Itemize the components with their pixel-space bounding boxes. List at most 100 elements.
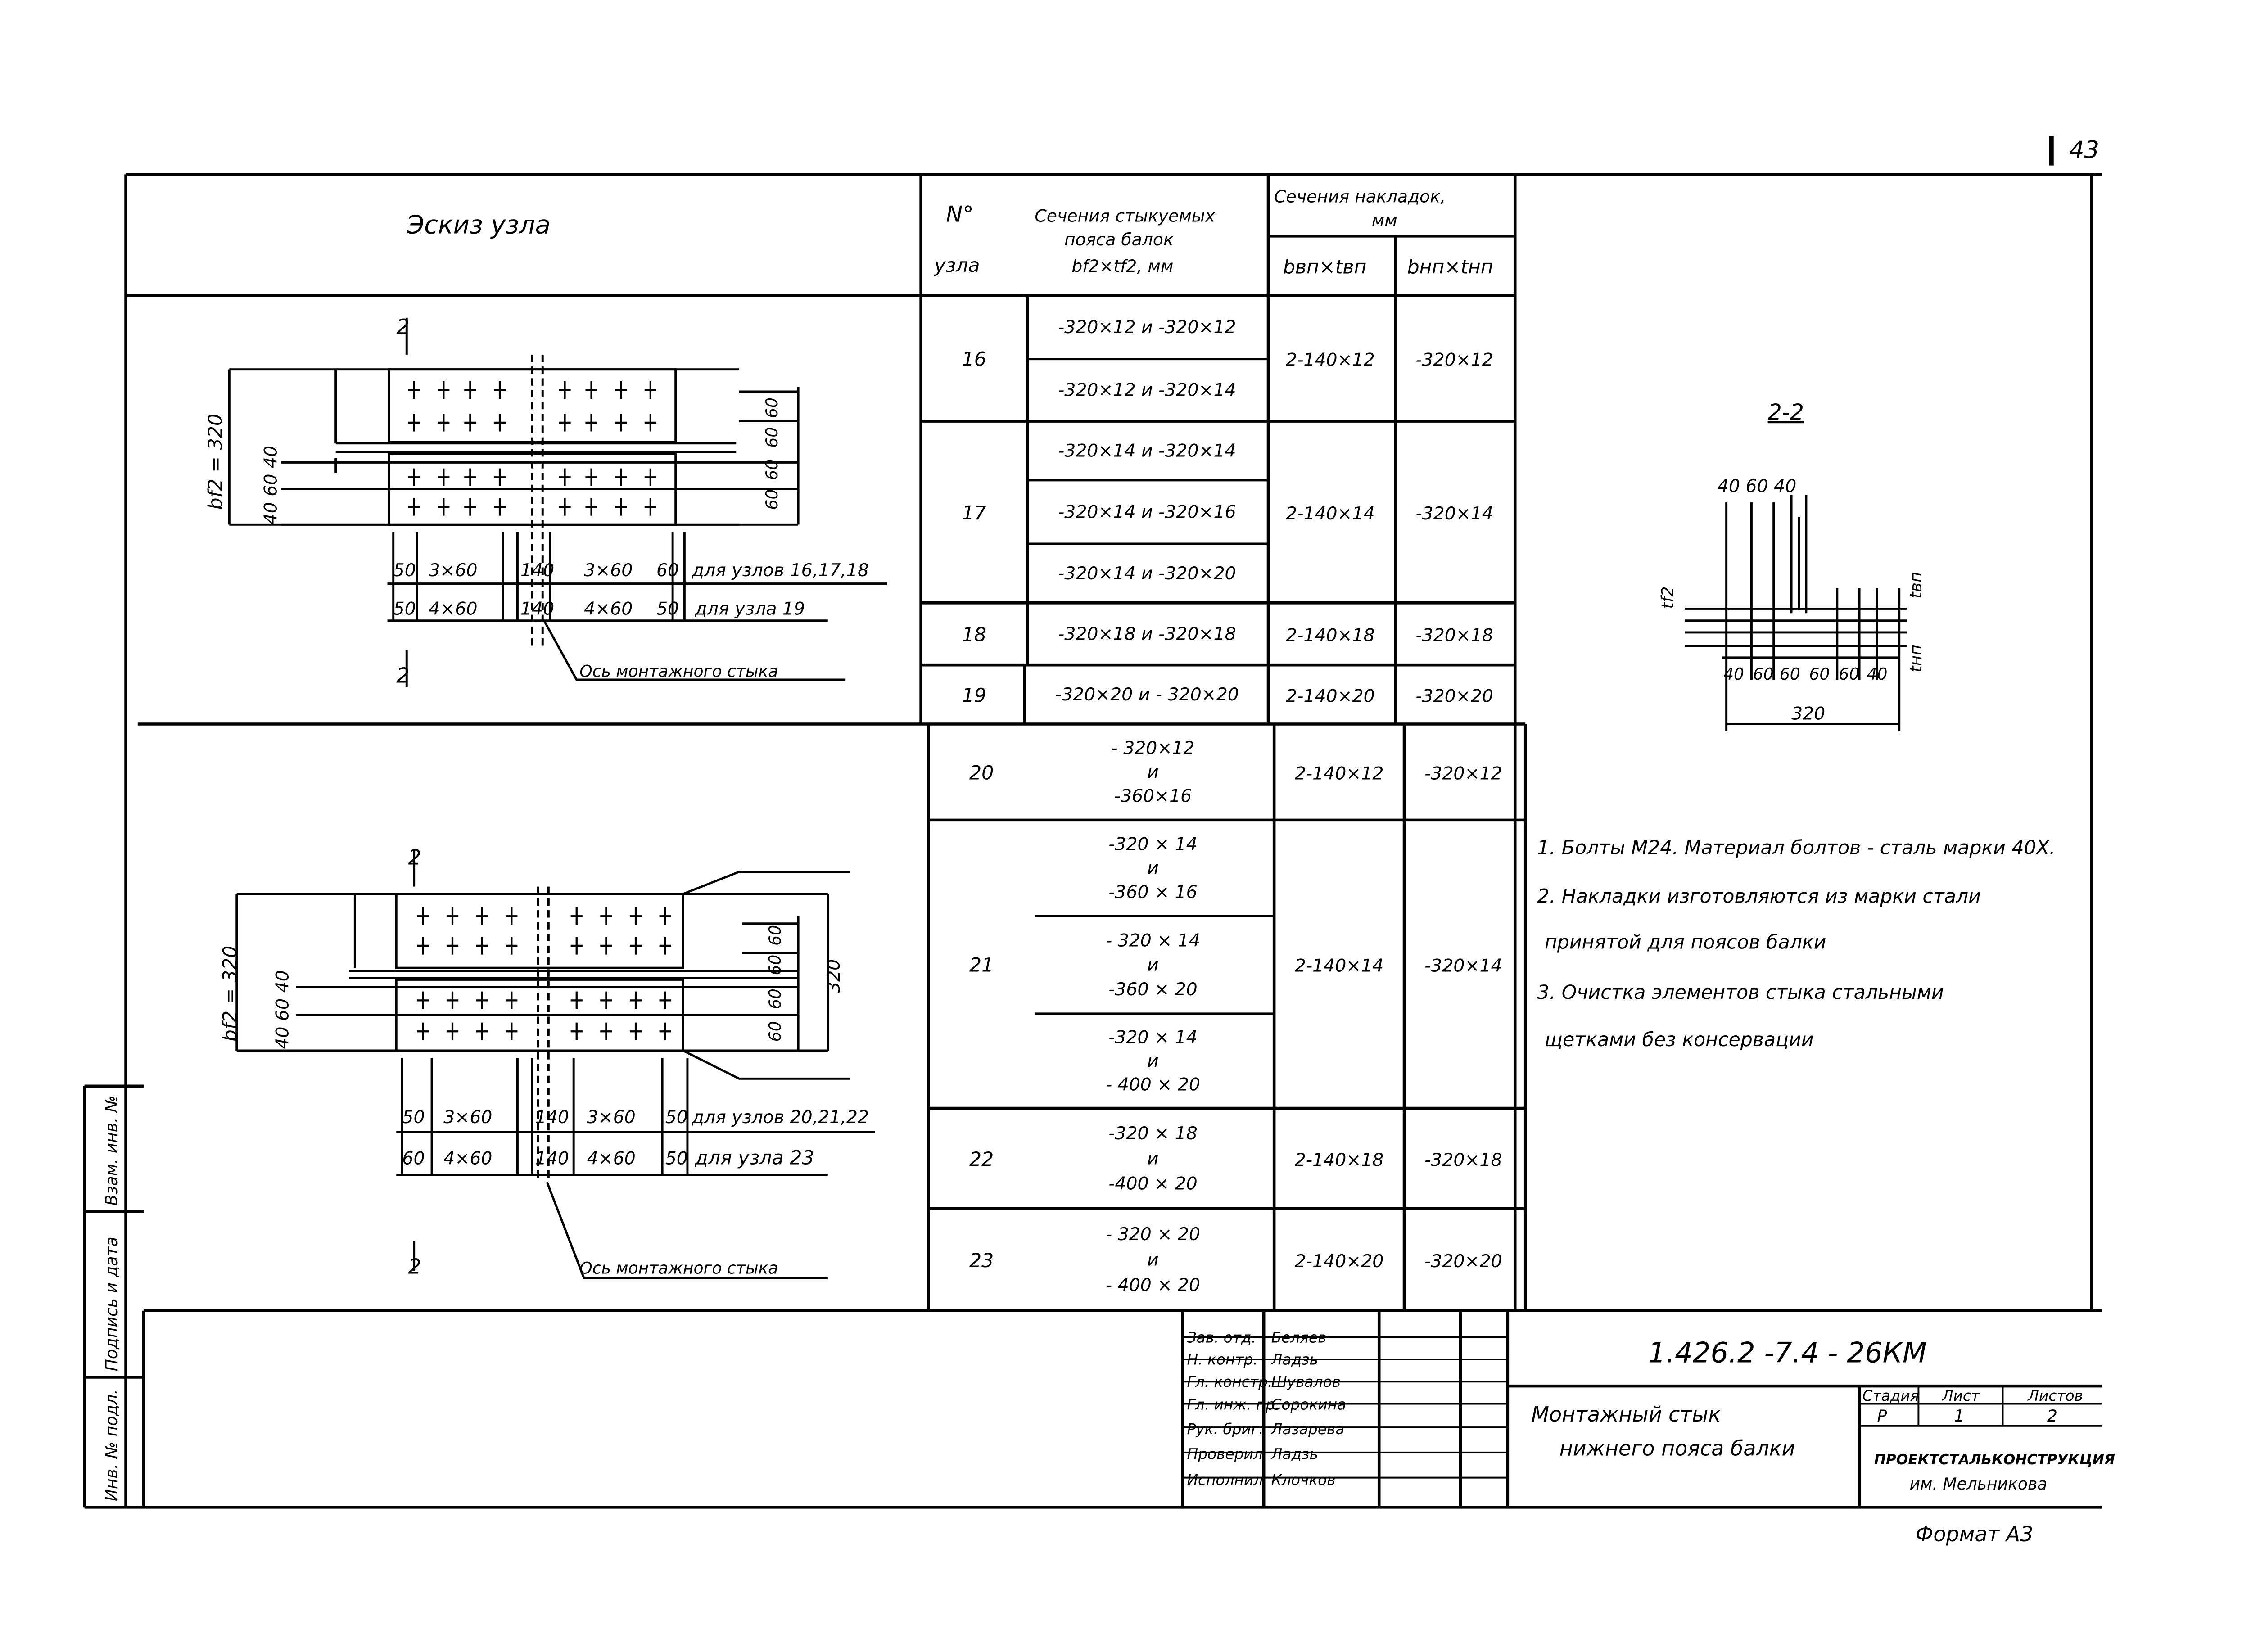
bolt-mark: [408, 498, 420, 516]
bolt-mark: [559, 498, 571, 516]
dim1-r2-e: 50: [656, 599, 679, 619]
bolt-mark: [476, 991, 488, 1010]
bolt-mark: [559, 414, 571, 432]
node-number: 20: [969, 762, 994, 785]
section-value: и: [1147, 858, 1159, 879]
bolt-mark: [408, 381, 420, 399]
upper-plate: 2-140×18: [1286, 625, 1375, 646]
stage-value: Р: [1877, 1406, 1887, 1426]
bolt-mark: [585, 468, 597, 486]
dim2-r1-e: 50: [665, 1107, 688, 1128]
sheet-format: Формат А3: [1916, 1522, 2034, 1546]
node-no-header: N°: [946, 201, 973, 227]
dim2-r1-b: 3×60: [443, 1107, 492, 1128]
section-value: -320 × 14: [1108, 1027, 1198, 1048]
bolt-mark: [438, 381, 450, 399]
section-right-label-1: tвп: [1906, 572, 1926, 598]
section-bottom-dim-4: 60: [1809, 664, 1830, 684]
upper-plate: 2-140×14: [1295, 955, 1384, 976]
note-3b: щетками без консервации: [1545, 1029, 1814, 1051]
signature-name: Ладзь: [1271, 1351, 1318, 1368]
signature-role: Гл. констр.: [1187, 1373, 1272, 1390]
node-number: 17: [962, 502, 986, 524]
note-2: 2. Накладки изготовляются из марки стали: [1537, 885, 1980, 908]
section-value: -320×14 и -320×14: [1058, 440, 1236, 461]
signature-role: Гл. инж. пр.: [1187, 1396, 1279, 1413]
lower-plate: -320×20: [1424, 1251, 1502, 1272]
section-bottom-dim-3: 60: [1780, 664, 1800, 684]
section-left-label: tf2: [1658, 587, 1677, 609]
section-value: -320×12 и -320×14: [1058, 380, 1236, 401]
node-number: 23: [969, 1250, 994, 1272]
plates-header-1: Сечения накладок,: [1274, 187, 1446, 207]
bolt-mark: [615, 468, 627, 486]
signature-name: Беляев: [1271, 1329, 1327, 1346]
bolt-mark: [506, 907, 518, 925]
bolt-mark: [570, 907, 583, 925]
section-mark-bottom-1: 2: [396, 664, 409, 688]
bolt-mark: [644, 414, 657, 432]
signature-name: Ладзь: [1271, 1446, 1318, 1463]
section-value: -320 × 14: [1108, 834, 1198, 854]
axis-label-1: Ось монтажного стыка: [579, 661, 778, 681]
plate-upper-header: bвп×tвп: [1283, 256, 1367, 278]
dim2-r1-c: 140: [535, 1107, 569, 1128]
bolt-mark: [659, 907, 671, 925]
bolt-mark: [570, 937, 583, 955]
bolt-mark: [600, 937, 612, 955]
bolt-mark: [585, 381, 597, 399]
node-no-header-2: узла: [933, 254, 980, 277]
bolt-mark: [629, 1022, 642, 1040]
section-total: 320: [1791, 704, 1825, 724]
bolt-mark: [446, 991, 459, 1010]
section-value: и: [1147, 1051, 1159, 1071]
bolt-mark: [629, 907, 642, 925]
bolt-mark: [438, 414, 450, 432]
bolt-mark: [559, 381, 571, 399]
signature-name: Клочков: [1271, 1471, 1336, 1489]
bolt-mark: [615, 498, 627, 516]
bolt-mark: [644, 381, 657, 399]
note-1: 1. Болты М24. Материал болтов - сталь ма…: [1537, 836, 2055, 859]
dim2-r2-a: 60: [402, 1148, 425, 1169]
dim1-r1-e: 60: [656, 560, 679, 581]
right-dim-1b: 60: [762, 427, 782, 448]
bolt-mark: [408, 414, 420, 432]
org-name: ПРОЕКТСТАЛЬКОНСТРУКЦИЯ: [1874, 1452, 2115, 1468]
section-value: - 320×12: [1111, 738, 1194, 758]
signature-name: Сорокина: [1271, 1396, 1347, 1413]
bolt-mark: [644, 498, 657, 516]
node-number: 22: [969, 1148, 994, 1171]
stage-label: Стадия: [1862, 1387, 1919, 1404]
right-dim-2a: 60: [765, 925, 785, 946]
sheet-label: Лист: [1942, 1387, 1980, 1404]
bolt-mark: [629, 937, 642, 955]
sections-header-1: Сечения стыкуемых: [1035, 206, 1215, 226]
right-total-2: 320: [823, 959, 844, 993]
axis-label-2: Ось монтажного стыка: [579, 1259, 778, 1278]
sheets-label: Листов: [2027, 1387, 2083, 1404]
dim2-r2-c: 140: [535, 1148, 569, 1169]
bolt-mark: [476, 1022, 488, 1040]
dim1-r2-a: 50: [393, 599, 416, 619]
org-name-2: им. Мельникова: [1910, 1474, 2048, 1494]
bolt-mark: [659, 1022, 671, 1040]
section-right-label-2: tнп: [1906, 645, 1926, 672]
sections-header-3: bf2×tf2, мм: [1071, 256, 1173, 276]
bolt-mark: [585, 414, 597, 432]
upper-plate: 2-140×12: [1295, 763, 1384, 784]
upper-plate: 2-140×18: [1295, 1150, 1384, 1170]
dim2-r2-note: для узла 23: [694, 1147, 814, 1169]
dim1-r1-d: 3×60: [584, 560, 633, 581]
note-2b: принятой для поясов балки: [1545, 931, 1826, 953]
dim2-r2-b: 4×60: [443, 1148, 492, 1169]
bolt-mark: [506, 1022, 518, 1040]
section-mark-bottom-2: 2: [408, 1255, 421, 1279]
bolt-mark: [570, 991, 583, 1010]
section-bottom-dim-2: 60: [1753, 664, 1774, 684]
signature-role: Исполнил: [1187, 1471, 1263, 1489]
bolt-mark: [417, 991, 429, 1010]
section-value: - 400 × 20: [1106, 1074, 1200, 1095]
dim2-r1-a: 50: [402, 1107, 425, 1128]
section-value: -320×18 и -320×18: [1058, 623, 1236, 644]
